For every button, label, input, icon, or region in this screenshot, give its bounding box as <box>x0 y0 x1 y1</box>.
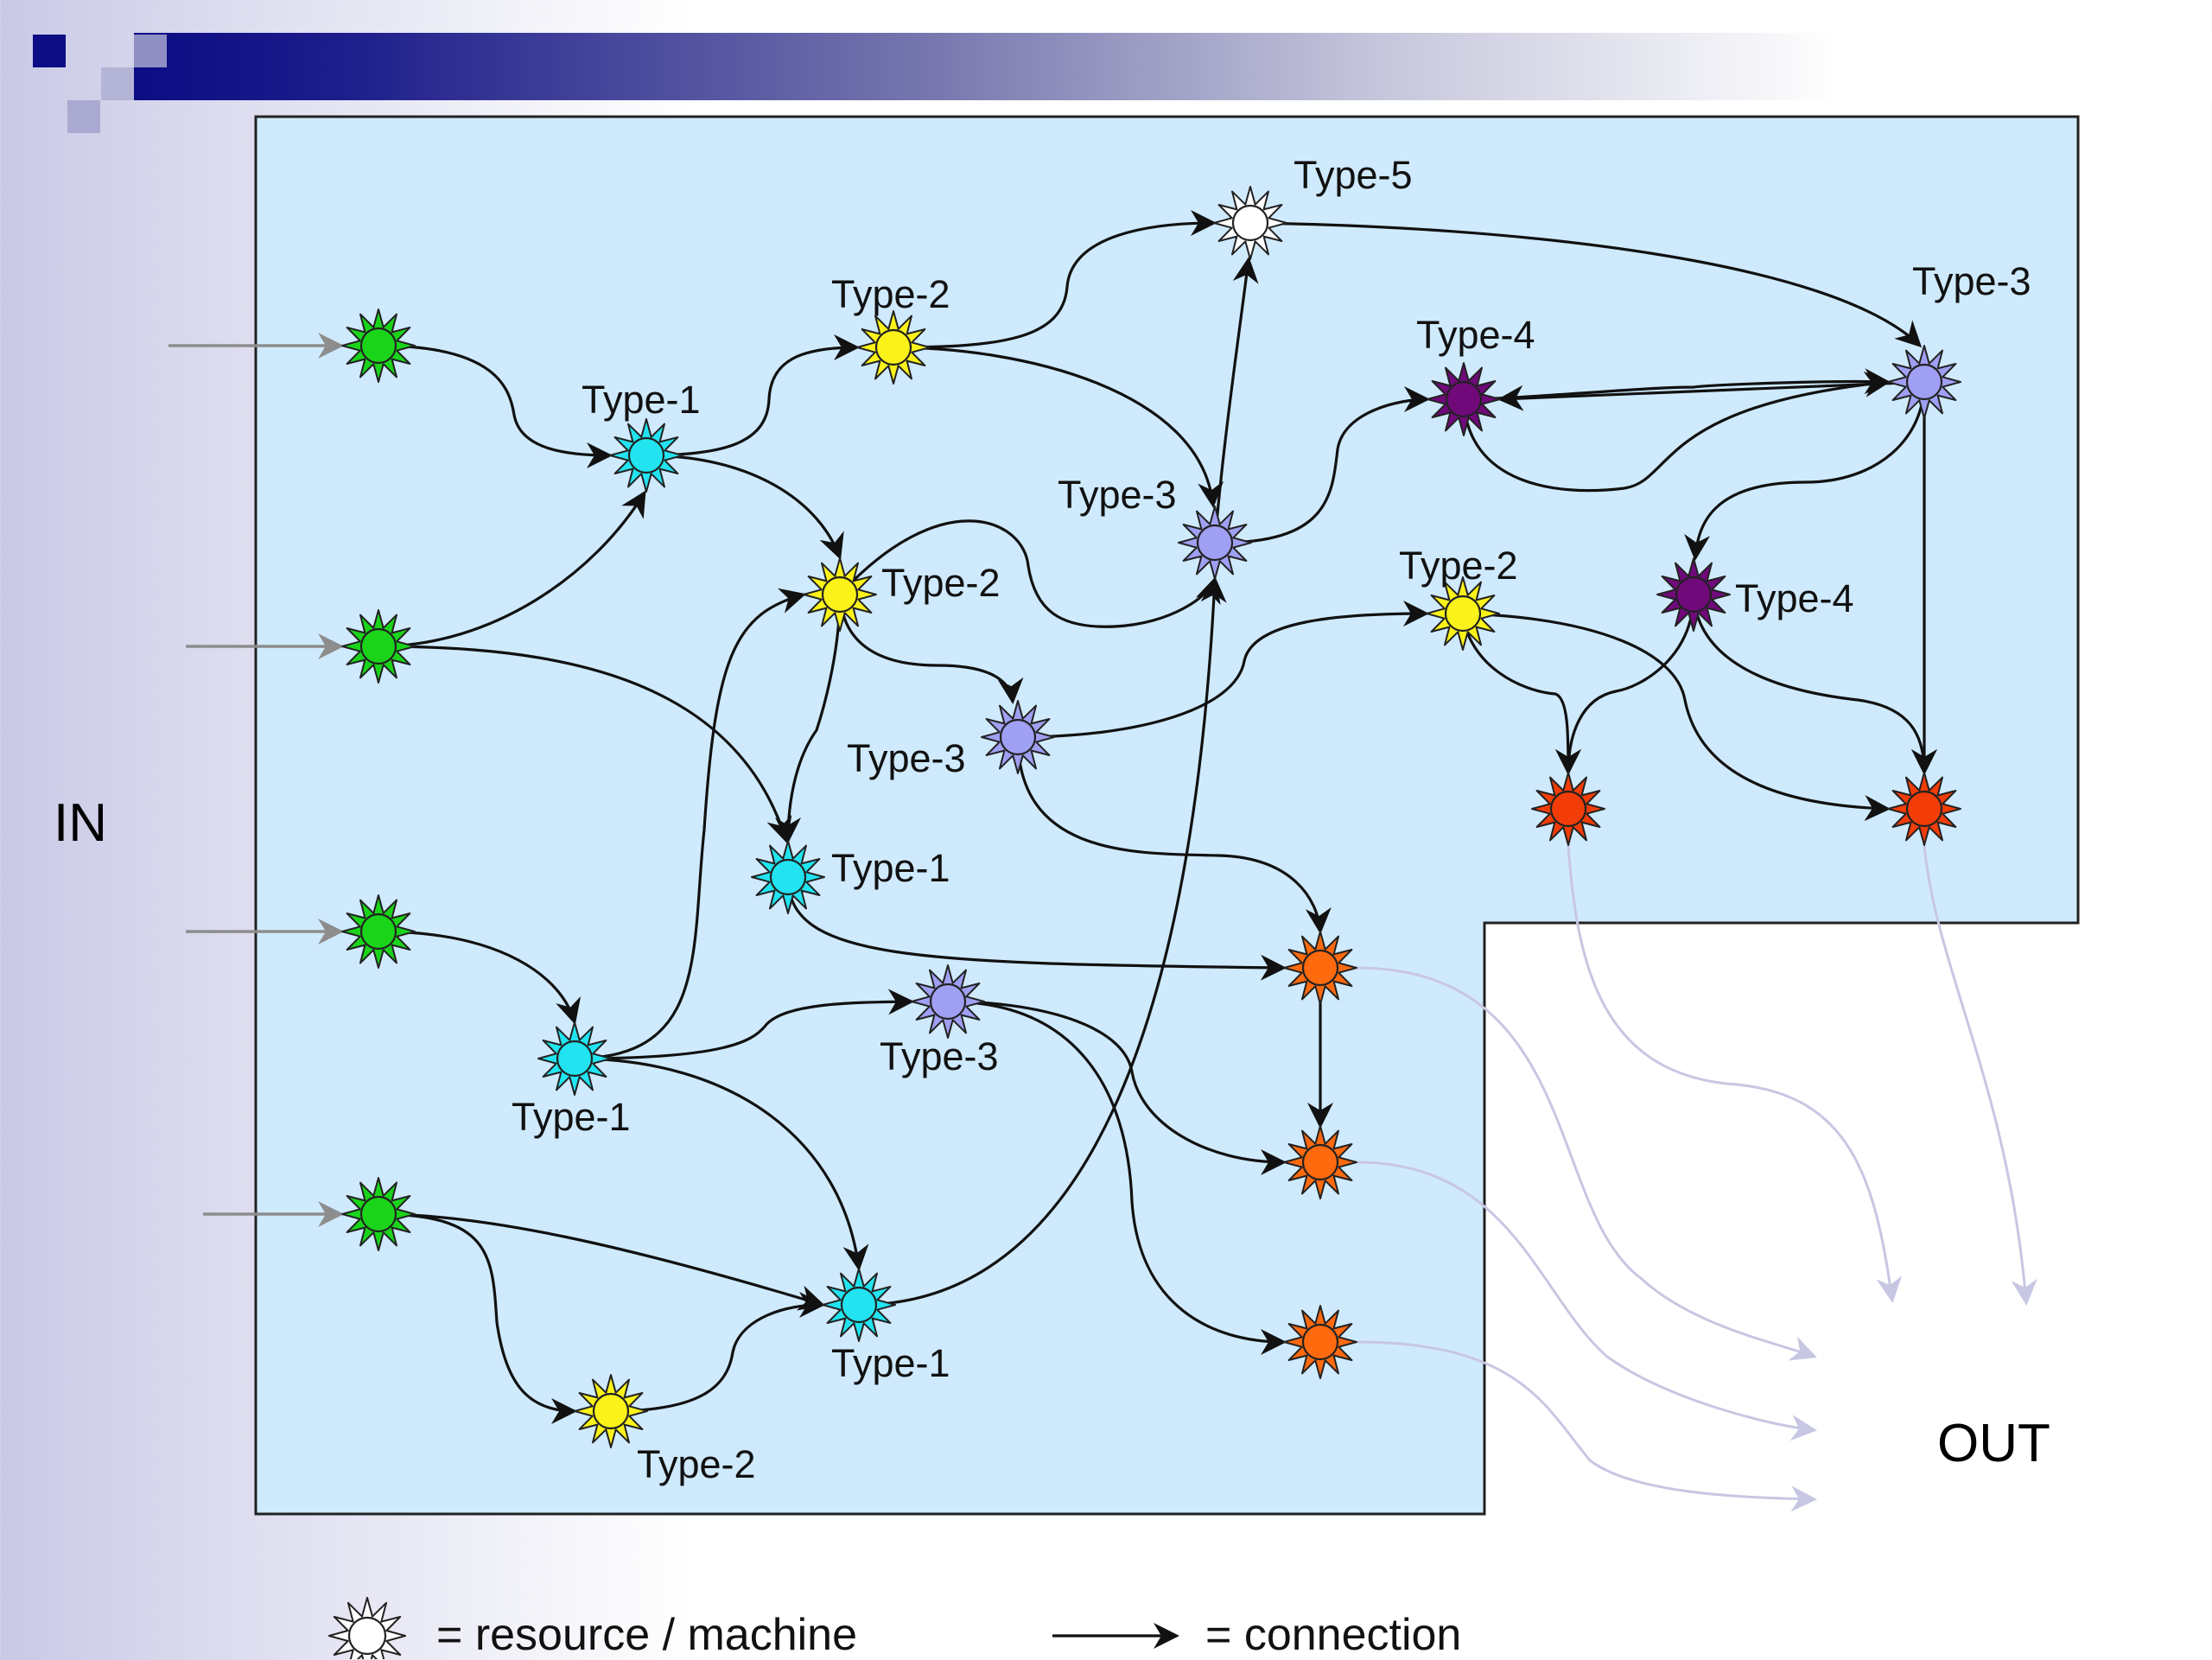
connection-edge <box>1214 386 1430 544</box>
legend-connection-label: = connection <box>1205 1610 1462 1660</box>
connection-edge <box>574 1057 869 1271</box>
title-bar-gradient <box>134 33 2212 100</box>
resource-nodes <box>341 186 1961 1448</box>
connection-edge <box>838 519 1221 628</box>
node-label-y2: Type-2 <box>881 561 1001 605</box>
node-label-c3: Type-1 <box>512 1095 631 1139</box>
node-r1-red-icon <box>1531 772 1605 846</box>
node-label-y4: Type-2 <box>637 1442 756 1486</box>
connection-edge <box>893 210 1217 349</box>
node-label-p1: Type-4 <box>1416 313 1535 357</box>
node-g3-green-icon <box>341 894 416 969</box>
connection-edge <box>786 876 1287 981</box>
node-label-l1: Type-3 <box>1058 473 1177 517</box>
node-c3-cyan-icon <box>537 1021 612 1096</box>
node-y2-yellow-icon <box>803 557 877 632</box>
node-l2-lavender-icon <box>1887 345 1961 419</box>
node-label-p2: Type-4 <box>1735 576 1854 620</box>
connection-edge <box>1463 368 1891 401</box>
connection-edge <box>1462 371 1891 493</box>
connections <box>168 210 2037 1512</box>
output-connection <box>1356 1340 1817 1512</box>
node-label-l3: Type-3 <box>847 736 966 780</box>
connection-edge <box>378 344 613 468</box>
connection-edge <box>1016 736 1332 934</box>
node-r2-red-icon <box>1887 772 1961 846</box>
node-l4-lavender-icon <box>911 964 985 1039</box>
node-label-l4: Type-3 <box>880 1034 999 1078</box>
connection-edge <box>858 576 1227 1307</box>
connection-edge <box>610 1292 825 1413</box>
connection-edge <box>947 1000 1287 1355</box>
connection-edge <box>378 490 646 648</box>
node-o1-orange-icon <box>1283 931 1357 1005</box>
node-l3-lavender-icon <box>981 700 1055 774</box>
node-o2-orange-icon <box>1283 1125 1357 1199</box>
connection-edge <box>775 594 842 843</box>
connection-edge <box>1213 257 1259 544</box>
node-g4-green-icon <box>341 1177 416 1251</box>
legend-resource-icon <box>327 1596 407 1659</box>
node-label-c1: Type-1 <box>582 378 701 422</box>
connection-edge <box>1017 601 1429 739</box>
connection-edge <box>1555 594 1695 775</box>
system-area <box>254 115 2080 1516</box>
decor-square <box>101 67 134 100</box>
node-label-l2: Type-3 <box>1912 259 2031 303</box>
node-o3-orange-icon <box>1283 1305 1357 1379</box>
node-p2-purple-icon <box>1656 557 1731 632</box>
connection-edge <box>378 645 792 843</box>
node-y3-yellow-icon <box>1426 576 1500 651</box>
node-label-y3: Type-2 <box>1399 544 1518 588</box>
node-y4-yellow-icon <box>574 1374 648 1448</box>
connection-edge <box>378 1212 577 1424</box>
output-connection <box>1923 844 2037 1306</box>
node-label-c2: Type-1 <box>831 846 950 890</box>
decor-square <box>134 35 167 67</box>
connection-edge <box>838 594 1024 704</box>
connection-edge <box>1462 612 1891 822</box>
connection-edge <box>645 454 844 560</box>
node-g2-green-icon <box>341 609 416 684</box>
node-c2-cyan-icon <box>751 840 825 914</box>
node-label-c4: Type-1 <box>831 1341 950 1385</box>
decor-square <box>33 35 66 67</box>
legend <box>327 1596 1179 1659</box>
output-connection <box>1356 1161 1817 1441</box>
node-y1-yellow-icon <box>856 310 931 385</box>
connection-edge <box>1692 594 1937 775</box>
node-c4-cyan-icon <box>822 1268 896 1342</box>
connection-edge <box>645 334 860 457</box>
connection-edge <box>378 930 582 1025</box>
connection-edge <box>1249 221 1923 348</box>
node-p1-purple-icon <box>1427 362 1501 436</box>
legend-resource-label: = resource / machine <box>436 1610 858 1660</box>
connection-edge <box>893 346 1224 508</box>
node-label-w1: Type-5 <box>1294 153 1413 197</box>
node-w1-white-icon <box>1213 186 1287 260</box>
connection-edge <box>574 588 806 1060</box>
connection-edge <box>947 1000 1287 1175</box>
node-g1-green-icon <box>341 308 416 383</box>
connection-edge <box>1684 381 1926 561</box>
out-label: OUT <box>1937 1414 2050 1473</box>
output-connection <box>1567 844 1903 1303</box>
connection-edge <box>1461 613 1581 775</box>
node-label-y1: Type-2 <box>831 272 950 316</box>
in-label: IN <box>54 793 107 853</box>
node-l1-lavender-icon <box>1178 506 1252 580</box>
connection-edge <box>574 989 914 1060</box>
node-c1-cyan-icon <box>609 418 683 493</box>
output-connection <box>1356 966 1817 1361</box>
decor-square <box>67 100 100 133</box>
